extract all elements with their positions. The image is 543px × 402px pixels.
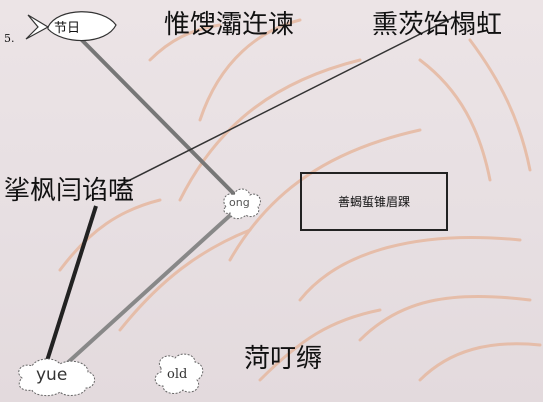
line-balloon-to-ong [66, 24, 240, 200]
balloon-label: 节日 [54, 21, 81, 36]
cloud-yue-label: yue [36, 365, 68, 385]
question-number: 5. [4, 32, 15, 45]
bottom-phrase: 菏叮缛 [244, 344, 323, 374]
cloud-ong-label: ong [229, 196, 250, 209]
cloud-shape-old [154, 353, 204, 394]
line-title-right-to-left-phrase [117, 17, 453, 187]
cloud-shape-ong [223, 188, 261, 220]
cloud-shape-yue [18, 358, 95, 397]
cloud-old-label: old [167, 367, 188, 382]
line-left-phrase-to-yue [44, 205, 98, 365]
line-ong-to-yue [62, 208, 238, 368]
title-left: 惟馊灞迕谏 [164, 10, 295, 40]
balloon-shape [25, 11, 117, 42]
boxed-phrase: 善蝎蜇锥眉踝 [300, 172, 448, 231]
title-right: 熏茨饴榻虹 [372, 10, 503, 40]
left-phrase: 挲枫闫谄嗑 [4, 176, 135, 206]
